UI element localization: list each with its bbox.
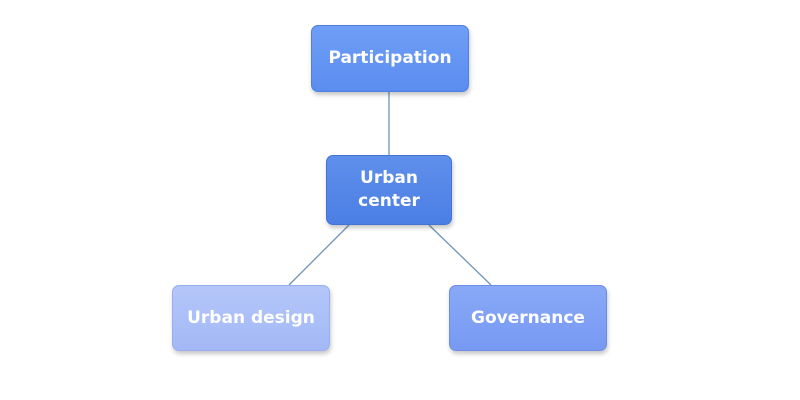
node-urban-center[interactable]: Urban center xyxy=(326,155,452,225)
node-urban-design[interactable]: Urban design xyxy=(172,285,330,351)
node-label-governance: Governance xyxy=(471,307,585,328)
edge-center-design xyxy=(288,224,350,286)
node-label-urban-design: Urban design xyxy=(187,307,315,328)
node-label-participation: Participation xyxy=(328,48,452,68)
node-governance[interactable]: Governance xyxy=(449,285,607,351)
node-participation[interactable]: Participation xyxy=(311,25,469,92)
node-label-urban-center: Urban center xyxy=(358,168,420,211)
edge-center-governance xyxy=(428,224,492,286)
